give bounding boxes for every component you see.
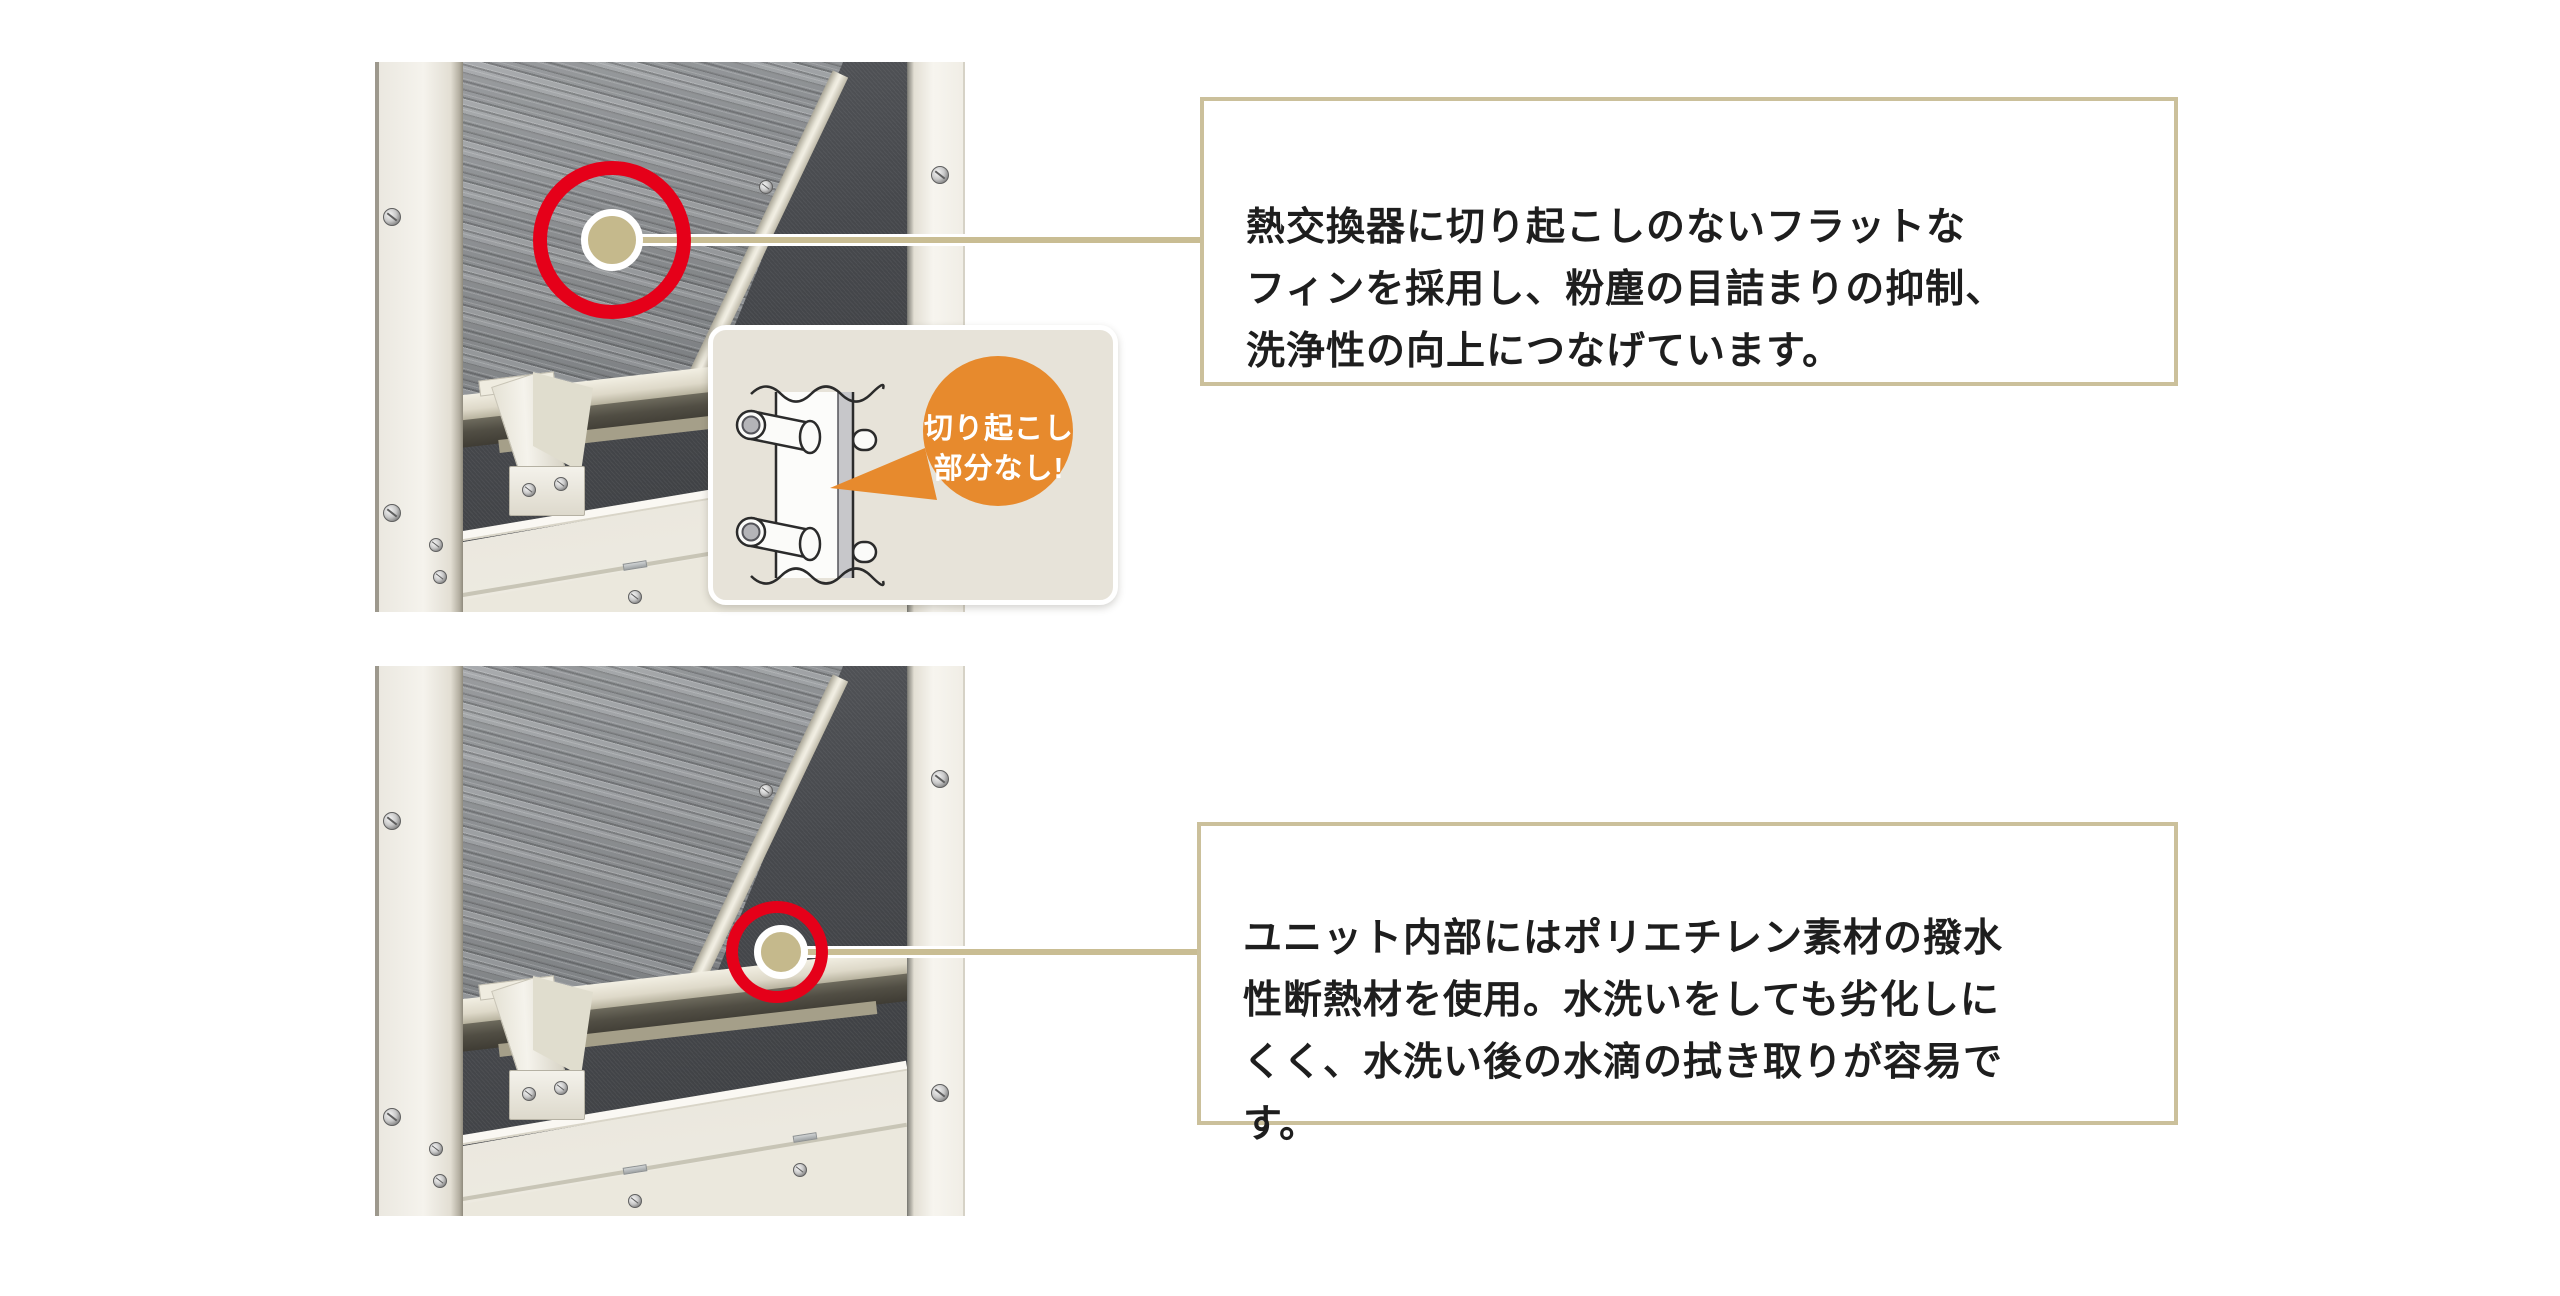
bracket-foot — [509, 466, 585, 516]
screw-icon — [429, 1142, 443, 1156]
callout-text-insulation: ユニット内部にはポリエチレン素材の撥水 性断熱材を使用。水洗いをしても劣化しに … — [1243, 917, 2004, 1146]
tube-bore — [741, 522, 761, 542]
unit-right-pillar — [907, 666, 965, 1216]
connector-line-flat-fin — [612, 234, 1200, 246]
tube-collar — [798, 526, 822, 562]
tube-outline — [750, 409, 811, 425]
screw-icon — [759, 784, 773, 798]
screw-icon — [433, 570, 447, 584]
speech-bubble — [923, 356, 1073, 506]
unit-interior-photo-insulation — [375, 666, 965, 1216]
callout-box-insulation: ユニット内部にはポリエチレン素材の撥水 性断熱材を使用。水洗いをしても劣化しに … — [1197, 822, 2178, 1146]
pillar-shade — [907, 666, 914, 1216]
screw-icon — [931, 1084, 949, 1102]
screw-icon — [383, 504, 401, 522]
tube-stub — [851, 540, 878, 564]
screw-icon — [429, 538, 443, 552]
unit-left-pillar — [375, 62, 463, 612]
speech-bubble-tail — [830, 448, 937, 500]
unit-left-pillar — [375, 666, 463, 1216]
connector-line-insulation — [781, 946, 1198, 958]
fin-diagram: 切り起こし 部分なし! — [735, 356, 1074, 587]
tube-outline — [750, 544, 811, 560]
callout-box-flat-fin: 熱交換器に切り起こしのないフラットな フィンを採用し、粉塵の目詰まりの抑制、 洗… — [1200, 97, 2178, 386]
callout-text-flat-fin: 熱交換器に切り起こしのないフラットな フィンを採用し、粉塵の目詰まりの抑制、 洗… — [1246, 206, 2006, 373]
screw-icon — [931, 770, 949, 788]
photo-left-edge — [375, 62, 379, 612]
marker-dot-insulation — [754, 925, 808, 979]
screw-icon — [793, 1163, 807, 1177]
screw-icon — [383, 208, 401, 226]
break-line-bottom — [750, 567, 885, 587]
screw-icon — [931, 166, 949, 184]
marker-dot-flat-fin — [581, 209, 643, 271]
bubble-text-line1: 切り起こし — [924, 412, 1074, 445]
screw-icon — [554, 477, 568, 491]
screw-icon — [433, 1174, 447, 1188]
tube-stub — [851, 428, 878, 452]
screw-icon — [759, 180, 773, 194]
tube-collar — [798, 419, 822, 455]
bracket-foot — [509, 1070, 585, 1120]
screw-icon — [628, 1194, 642, 1208]
screw-icon — [383, 1108, 401, 1126]
bubble-text-line2: 部分なし! — [934, 451, 1065, 485]
screw-icon — [554, 1081, 568, 1095]
screw-icon — [522, 1087, 536, 1101]
screw-icon — [522, 483, 536, 497]
unit-cavity — [453, 666, 911, 1216]
fin-inset-panel: 切り起こし 部分なし! — [708, 325, 1118, 605]
tube-outline — [750, 437, 811, 453]
photo-right-edge — [963, 666, 965, 1216]
screw-icon — [628, 590, 642, 604]
tube-outline — [750, 516, 811, 532]
tube-bore — [741, 415, 761, 435]
break-line-top — [750, 383, 885, 403]
screw-icon — [383, 812, 401, 830]
photo-left-edge — [375, 666, 379, 1216]
